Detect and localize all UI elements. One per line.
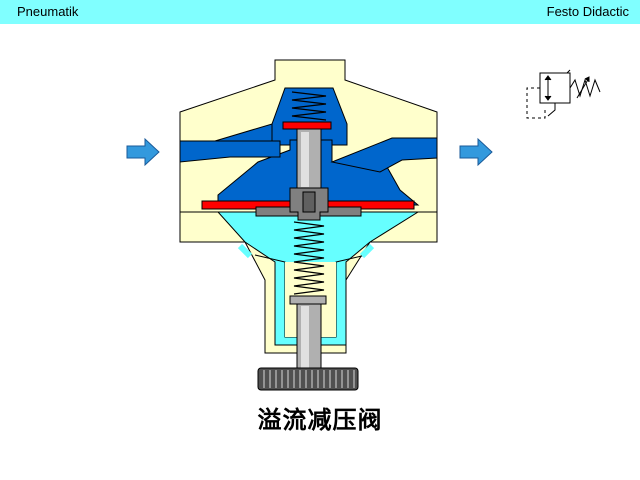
brand-label-right: Festo Didactic <box>546 4 629 19</box>
pressure-regulator-symbol-icon <box>526 69 601 119</box>
brand-label-left: Pneumatik <box>17 4 79 19</box>
right-arrow-icon <box>126 137 160 167</box>
exhaust-ports <box>237 243 375 259</box>
inlet-channel-upper <box>214 123 273 142</box>
right-arrow-icon <box>459 137 493 167</box>
adjusting-spring <box>293 221 325 295</box>
relief-seat <box>302 191 316 213</box>
outlet-channel <box>330 137 438 173</box>
diagram-caption: 溢流减压阀 <box>257 405 383 434</box>
title-bar: Pneumatik Festo Didactic <box>0 0 640 24</box>
valve-seat-seal <box>282 121 332 130</box>
upper-spring <box>291 91 327 121</box>
adjusting-knob[interactable] <box>257 367 359 391</box>
stem-highlight <box>301 132 309 187</box>
spring-seat <box>289 295 327 305</box>
